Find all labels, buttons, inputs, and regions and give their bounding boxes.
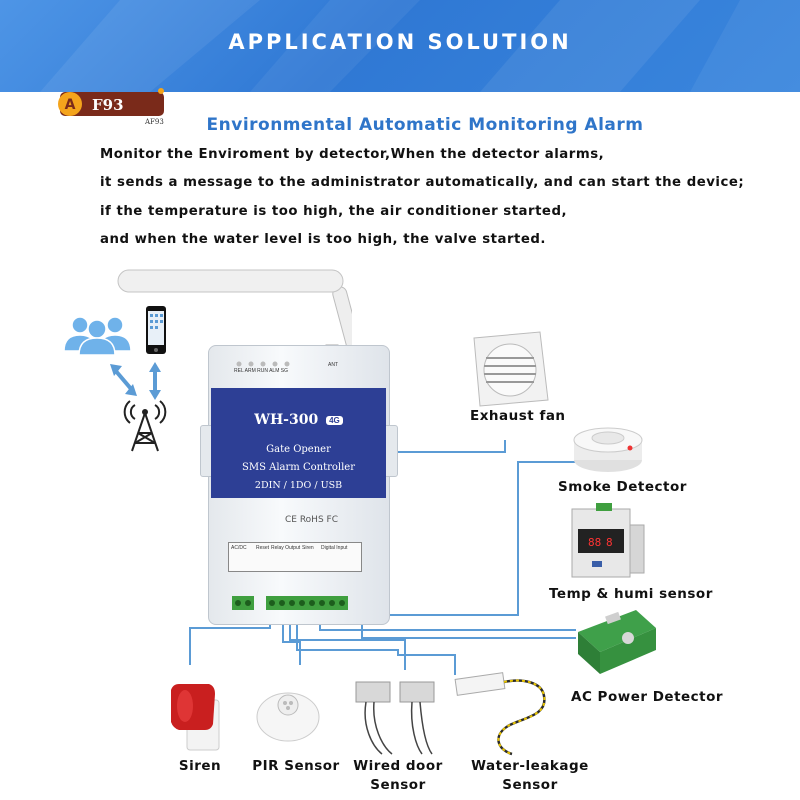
signal-arrows — [115, 370, 155, 392]
label-door-sensor-line1: Wired door — [348, 758, 448, 774]
label-door-sensor-line2: Sensor — [348, 777, 448, 793]
device-led-labels: REL ARM RUN ALM SG — [234, 368, 288, 374]
device-antenna-label: ANT — [328, 362, 338, 368]
temp-humi-sensor-icon: 88 8 — [568, 503, 646, 581]
label-pir-sensor: PIR Sensor — [248, 758, 344, 774]
label-siren: Siren — [160, 758, 240, 774]
device-certifications: CE RoHS FC — [285, 515, 338, 525]
label-exhaust-fan: Exhaust fan — [470, 408, 566, 424]
siren-icon — [165, 680, 225, 752]
smoke-detector-icon — [572, 418, 644, 476]
device-leds — [236, 360, 296, 368]
port-label: Reset — [256, 545, 269, 551]
label-temp-humi-sensor: Temp & humi sensor — [549, 586, 713, 602]
pir-sensor-icon — [255, 683, 321, 743]
label-ac-power-detector: AC Power Detector — [571, 689, 723, 705]
device-port-panel: AC/DC Reset Relay Output Siren Digital I… — [228, 542, 362, 572]
ac-power-detector-icon — [576, 608, 658, 676]
terminal-blocks — [232, 596, 352, 614]
port-label: AC/DC — [231, 545, 247, 551]
svg-text:88: 88 — [588, 536, 601, 549]
device-model-text: WH-300 — [254, 412, 318, 428]
label-water-leak-sensor: Water-leakage Sensor — [468, 758, 592, 793]
exhaust-fan-icon — [470, 330, 550, 408]
label-door-sensor: Wired door Sensor — [348, 758, 448, 793]
port-label: Relay Output — [271, 545, 300, 551]
label-water-leak-sensor-line1: Water-leakage — [468, 758, 592, 774]
device-line-gate-opener: Gate Opener — [211, 444, 386, 455]
port-label: Siren — [302, 545, 314, 551]
label-smoke-detector: Smoke Detector — [558, 479, 687, 495]
device-badge: 4G — [326, 416, 343, 425]
port-label: Digital Input — [321, 545, 347, 551]
door-sensor-icon — [352, 676, 444, 756]
svg-text:8: 8 — [606, 536, 613, 549]
label-water-leak-sensor-line2: Sensor — [468, 777, 592, 793]
device-line-io: 2DIN / 1DO / USB — [211, 480, 386, 491]
water-leak-sensor-icon — [452, 668, 562, 756]
cell-tower-icon — [120, 395, 170, 453]
device-line-sms-alarm: SMS Alarm Controller — [211, 462, 386, 473]
device-model: WH-300 4G — [211, 412, 386, 428]
